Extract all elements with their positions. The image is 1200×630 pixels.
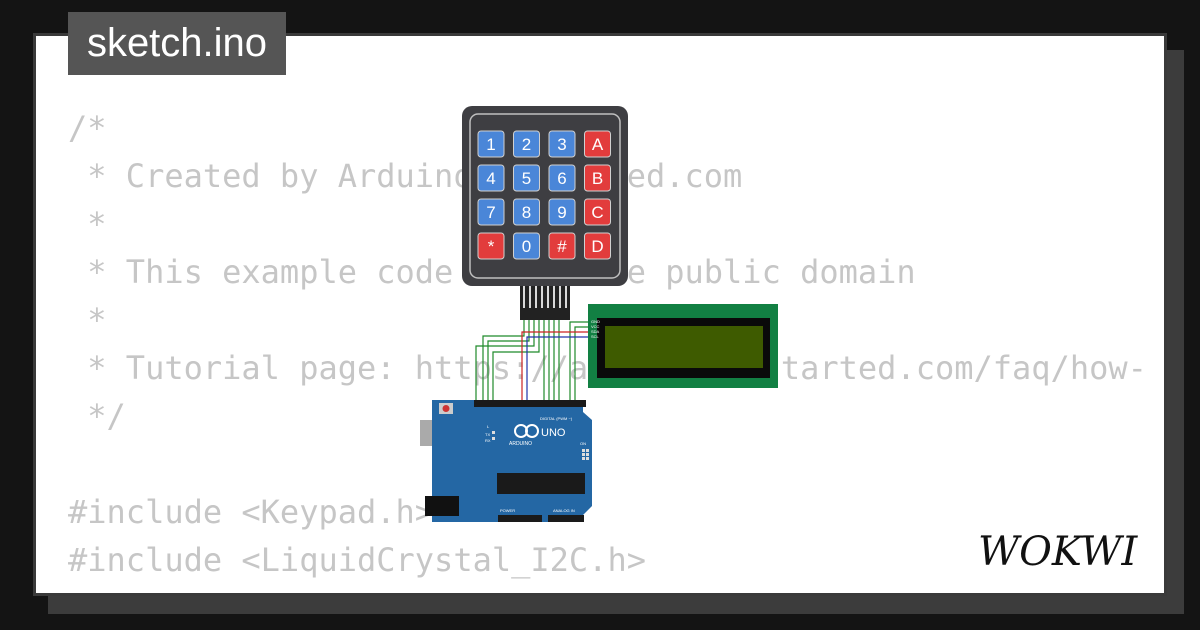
keypad-key-label: #: [557, 237, 567, 256]
keypad-key[interactable]: [513, 232, 540, 260]
keypad-key[interactable]: [584, 130, 611, 158]
lcd-pin-label: VCC: [591, 324, 600, 329]
keypad-key[interactable]: [584, 198, 611, 226]
keypad-key[interactable]: [584, 232, 611, 260]
keypad-key[interactable]: [477, 198, 505, 226]
wokwi-logo[interactable]: WOKWI: [978, 528, 1150, 574]
lcd-1602-i2c[interactable]: GND VCC SDA SCL: [588, 304, 778, 388]
lcd-screen: [605, 326, 763, 368]
keypad-key-label: 9: [557, 203, 566, 222]
keypad-connector: [520, 286, 570, 320]
code-line: [68, 440, 1147, 488]
code-line: /*: [68, 109, 107, 147]
keypad-key-label: 7: [486, 203, 495, 222]
digital-label: DIGITAL (PWM ~): [540, 416, 573, 421]
keypad-key-label: C: [591, 203, 603, 222]
keypad-key-label: 1: [486, 135, 495, 154]
microcontroller-chip: [497, 473, 585, 494]
analog-header: [548, 515, 584, 522]
keypad-key-label: 3: [557, 135, 566, 154]
l-label: L: [487, 424, 490, 429]
keypad-key-label: 4: [486, 169, 495, 188]
power-header: [498, 515, 542, 522]
keypad-key[interactable]: [584, 164, 611, 192]
code-block: /* * Created by ArduinoGetStarted.com * …: [68, 104, 1147, 584]
power-jack: [425, 496, 459, 516]
file-tab[interactable]: sketch.ino: [68, 12, 286, 75]
keypad-key[interactable]: [513, 164, 540, 192]
rx-label: RX: [485, 438, 491, 443]
keypad-key-label: B: [592, 169, 603, 188]
keypad-key[interactable]: [513, 130, 540, 158]
keypad-key[interactable]: [513, 198, 540, 226]
digital-header: [474, 400, 586, 407]
keypad-key-label: 8: [522, 203, 531, 222]
on-label: ON: [580, 441, 586, 446]
keypad-key[interactable]: [477, 164, 505, 192]
tx-label: TX: [485, 432, 490, 437]
keypad-key-label: 5: [522, 169, 531, 188]
keypad-key-label: 0: [522, 237, 531, 256]
code-line: */: [68, 397, 126, 435]
keypad-key[interactable]: [548, 198, 576, 226]
power-label: POWER: [500, 508, 515, 513]
code-line: #include <Keypad.h>: [68, 493, 435, 531]
keypad-key-label: 6: [557, 169, 566, 188]
lcd-pin-label: SDA: [591, 329, 600, 334]
lcd-pin-label: GND: [591, 319, 600, 324]
keypad-key-label: *: [488, 237, 495, 256]
arduino-brand: ARDUINO: [509, 441, 532, 447]
keypad-key-label: 2: [522, 135, 531, 154]
membrane-keypad[interactable]: 1 2 3 A 4 5 6 B 7 8 9 C * 0 # D: [462, 106, 628, 320]
keypad-key[interactable]: [548, 130, 576, 158]
arduino-model: UNO: [541, 427, 566, 439]
code-line: * Tutorial page: https://arduinogetstart…: [87, 349, 1147, 387]
keypad-key[interactable]: [477, 130, 505, 158]
keypad-key[interactable]: [548, 164, 576, 192]
code-line: *: [68, 205, 107, 243]
analog-label: ANALOG IN: [553, 508, 575, 513]
code-line: *: [68, 301, 107, 339]
keypad-key[interactable]: [477, 232, 505, 260]
lcd-pin-label: SCL: [591, 334, 600, 339]
reset-button-cap: [442, 405, 450, 412]
arduino-uno[interactable]: UNO ARDUINO DIGITAL (PWM ~) POWER ANALOG…: [420, 400, 592, 522]
keypad-key[interactable]: [548, 232, 576, 260]
keypad-key-label: A: [592, 135, 604, 154]
code-line: * Created by ArduinoGetStarted.com: [68, 157, 743, 195]
keypad-key-label: D: [591, 237, 603, 256]
code-line: #include <LiquidCrystal_I2C.h>: [68, 541, 646, 579]
brand-name: WOKWI: [978, 529, 1138, 574]
keypad-border: [469, 113, 621, 279]
